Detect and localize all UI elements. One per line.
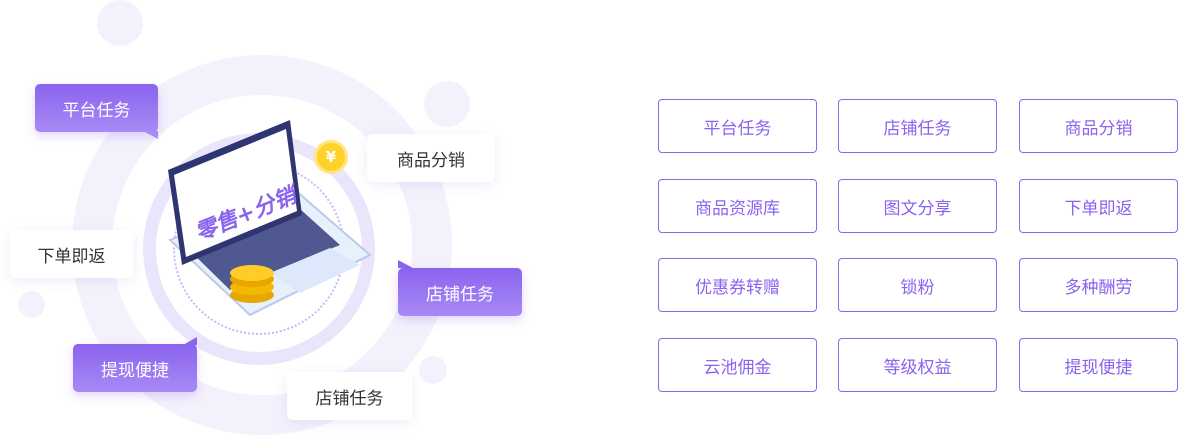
laptop-icon: 零售+分销 xyxy=(168,120,372,317)
feature-button[interactable]: 锁粉 xyxy=(838,258,997,312)
tag-label: 商品分销 xyxy=(397,150,465,171)
tag-label: 店铺任务 xyxy=(426,284,494,305)
tag-label: 店铺任务 xyxy=(315,388,384,409)
feature-button[interactable]: 商品分销 xyxy=(1019,99,1178,153)
tag-tail xyxy=(143,131,158,139)
tag-label: 平台任务 xyxy=(62,100,131,121)
feature-button[interactable]: 提现便捷 xyxy=(1019,338,1178,392)
tag-store-task-2: 店铺任务 xyxy=(287,372,412,420)
tag-store-task: 店铺任务 xyxy=(398,268,522,316)
feature-button[interactable]: 商品资源库 xyxy=(658,179,817,233)
coin-stack-icon xyxy=(230,265,274,303)
feature-button[interactable]: 云池佣金 xyxy=(658,338,817,392)
yuan-coin-icon: ¥ xyxy=(314,140,348,174)
feature-button[interactable]: 多种酬劳 xyxy=(1019,258,1178,312)
feature-button[interactable]: 图文分享 xyxy=(838,179,997,233)
feature-button[interactable]: 店铺任务 xyxy=(838,99,997,153)
tag-label: 下单即返 xyxy=(37,246,106,267)
tag-order-cashback: 下单即返 xyxy=(10,230,133,278)
tag-label: 提现便捷 xyxy=(101,360,169,381)
feature-button[interactable]: 优惠券转赠 xyxy=(658,258,817,312)
decor-circle xyxy=(97,0,143,46)
tag-easy-withdraw: 提现便捷 xyxy=(73,344,197,392)
decor-circle xyxy=(424,81,470,127)
feature-button[interactable]: 下单即返 xyxy=(1019,179,1178,233)
feature-button[interactable]: 等级权益 xyxy=(838,338,997,392)
tag-product-distribution: 商品分销 xyxy=(367,134,495,182)
decor-circle xyxy=(419,356,447,384)
tag-platform-task: 平台任务 xyxy=(35,84,158,132)
coin-symbol: ¥ xyxy=(325,148,337,166)
tag-tail xyxy=(398,260,413,268)
tag-tail xyxy=(183,337,197,345)
feature-button[interactable]: 平台任务 xyxy=(658,99,817,153)
decor-circle xyxy=(18,291,45,318)
